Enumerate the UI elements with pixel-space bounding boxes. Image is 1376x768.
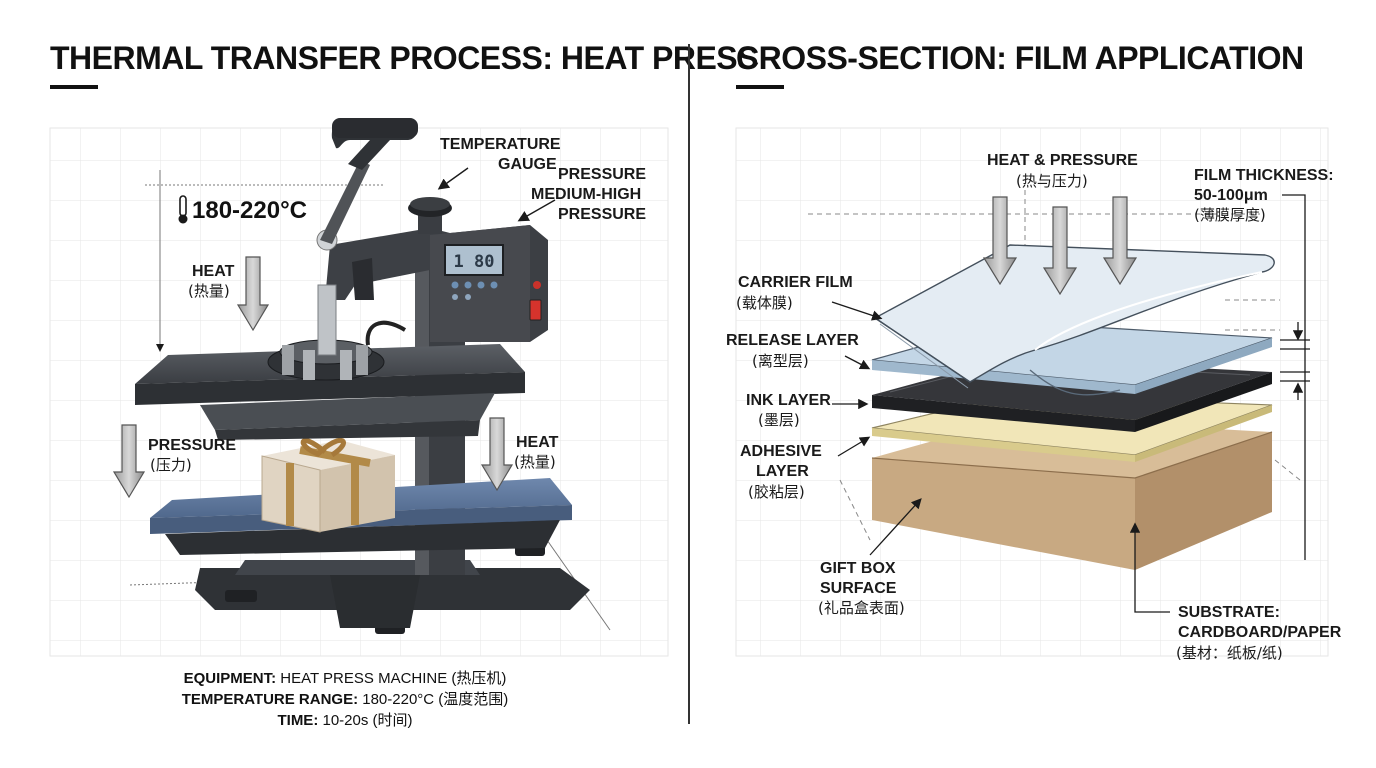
label-adhesive-cn: (胶粘层) bbox=[748, 483, 805, 501]
label-release-layer-cn: (离型层) bbox=[752, 352, 809, 370]
label-ink-layer: INK LAYER bbox=[746, 392, 831, 409]
heat-pressure-arrow-2 bbox=[1042, 206, 1078, 296]
equipment-specs: EQUIPMENT: HEAT PRESS MACHINE (热压机) TEMP… bbox=[150, 668, 540, 731]
label-adhesive-line1: ADHESIVE bbox=[740, 443, 822, 460]
left-title-underline bbox=[50, 85, 98, 89]
digital-display bbox=[444, 244, 504, 276]
heat-pressure-arrow-3 bbox=[1102, 196, 1138, 286]
spec-temperature-range: TEMPERATURE RANGE: 180-220°C (温度范围) bbox=[181, 691, 509, 708]
pressure-knob bbox=[408, 197, 452, 234]
label-ink-layer-cn: (墨层) bbox=[758, 411, 800, 429]
label-substrate-cn: (基材：纸板/纸) bbox=[1176, 644, 1283, 662]
label-pressure-left-cn: (压力) bbox=[150, 456, 192, 474]
thermometer-icon bbox=[178, 195, 188, 224]
label-heat-pressure: HEAT & PRESSURE bbox=[987, 152, 1138, 169]
label-heat-right-cn: (热量) bbox=[514, 453, 556, 471]
spec-time: TIME: 10-20s (时间) bbox=[277, 712, 413, 729]
label-heat-right: HEAT bbox=[516, 434, 559, 451]
control-box: 1 80 bbox=[365, 225, 548, 346]
spring-mount bbox=[267, 339, 385, 381]
right-leader-lines bbox=[831, 301, 1170, 613]
label-substrate-line2: CARDBOARD/PAPER bbox=[1178, 624, 1342, 641]
label-temperature-gauge-line1: TEMPERATURE bbox=[440, 136, 561, 153]
label-carrier-film-cn: (载体膜) bbox=[736, 294, 793, 312]
label-gift-box-line2: SURFACE bbox=[820, 580, 897, 597]
label-substrate-line1: SUBSTRATE: bbox=[1178, 604, 1280, 621]
heat-pressure-arrow-1 bbox=[982, 196, 1018, 286]
label-release-layer: RELEASE LAYER bbox=[726, 332, 859, 349]
label-pressure-left: PRESSURE bbox=[148, 437, 236, 454]
label-film-thickness-value: 50-100μm bbox=[1194, 187, 1268, 204]
label-heat-top-cn: (热量) bbox=[188, 282, 230, 300]
carrier-film bbox=[873, 244, 1275, 389]
label-adhesive-line2: LAYER bbox=[756, 463, 809, 480]
label-heat-pressure-cn: (热与压力) bbox=[1016, 172, 1088, 190]
label-film-thickness-cn: (薄膜厚度) bbox=[1194, 206, 1266, 224]
temperature-value: 180-220°C bbox=[192, 197, 307, 224]
left-panel-title: THERMAL TRANSFER PROCESS: HEAT PRESS bbox=[50, 40, 758, 76]
label-pressure-top-line1: PRESSURE bbox=[558, 166, 646, 183]
right-panel-title: CROSS-SECTION: FILM APPLICATION bbox=[736, 40, 1304, 76]
label-pressure-top-line2: MEDIUM-HIGH bbox=[531, 186, 641, 203]
power-switch bbox=[529, 299, 542, 321]
label-heat-top: HEAT bbox=[192, 263, 235, 280]
label-carrier-film: CARRIER FILM bbox=[738, 274, 853, 291]
heat-arrow-right bbox=[480, 417, 514, 492]
spec-equipment: EQUIPMENT: HEAT PRESS MACHINE (热压机) bbox=[183, 670, 507, 687]
display-reading: 1 80 bbox=[454, 252, 495, 272]
gift-box bbox=[261, 437, 395, 533]
label-pressure-top-line3: PRESSURE bbox=[558, 206, 646, 223]
label-temperature-gauge-line2: GAUGE bbox=[498, 156, 557, 173]
right-title-underline bbox=[736, 85, 784, 89]
press-handle bbox=[320, 118, 418, 244]
heat-arrow-top bbox=[236, 256, 270, 332]
label-gift-box-cn: (礼品盒表面) bbox=[818, 599, 905, 617]
pressure-arrow-left bbox=[112, 424, 146, 499]
film-thickness-dimension bbox=[1280, 194, 1310, 560]
panel-divider bbox=[688, 44, 690, 724]
left-leader-lines bbox=[437, 167, 556, 222]
label-film-thickness: FILM THICKNESS: bbox=[1194, 167, 1334, 184]
label-gift-box-line1: GIFT BOX bbox=[820, 560, 896, 577]
heat-press-machine: 1 80 bbox=[135, 118, 590, 634]
